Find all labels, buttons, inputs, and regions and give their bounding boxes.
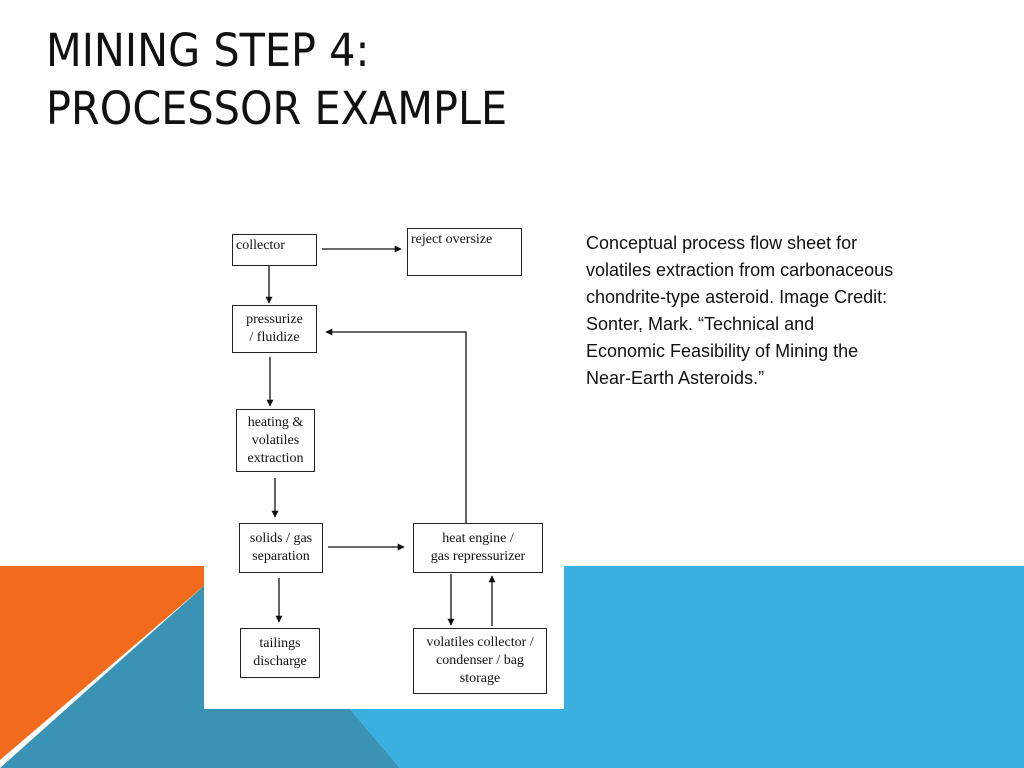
flow-arrows <box>265 245 496 626</box>
caption-line-5: Economic Feasibility of Mining the <box>586 341 859 361</box>
node-collector-line: collector <box>236 238 285 253</box>
node-heating-line-3: extraction <box>247 450 304 466</box>
title-line-1: MINING STEP 4: <box>46 24 370 77</box>
orange-band <box>0 566 205 760</box>
node-volatiles-collector-line-3: storage <box>459 671 501 686</box>
node-separation-line-1: solids / gas <box>249 531 313 546</box>
node-pressurize-line-2: / fluidize <box>249 330 300 345</box>
caption-line-2: volatiles extraction from carbonaceous <box>586 260 894 280</box>
node-tailings: tailings discharge <box>240 628 320 678</box>
caption-line-1: Conceptual process flow sheet for <box>586 233 858 253</box>
caption-line-3: chondrite-type asteroid. Image Credit: <box>586 287 888 307</box>
node-heating-line-2: volatiles <box>251 432 300 448</box>
caption-line-6: Near-Earth Asteroids.” <box>586 368 765 388</box>
slide-title: MINING STEP 4: PROCESSOR EXAMPLE <box>46 22 507 138</box>
node-heat-engine-line-2: gas repressurizer <box>430 549 526 564</box>
node-tailings-line-2: discharge <box>253 654 307 669</box>
process-flow-diagram: collector reject oversize pressurize / f… <box>204 212 564 709</box>
node-tailings-line-1: tailings <box>259 636 301 651</box>
title-line-2: PROCESSOR EXAMPLE <box>46 82 508 135</box>
node-volatiles-collector-line-2: condenser / bag <box>436 653 524 668</box>
node-volatiles-collector: volatiles collector / condenser / bag st… <box>413 628 547 694</box>
node-collector: collector <box>232 234 317 266</box>
arrow-heat-engine-to-pressurize <box>325 328 467 523</box>
node-separation: solids / gas separation <box>239 523 323 573</box>
node-pressurize-line-1: pressurize <box>246 312 303 327</box>
image-caption: Conceptual process flow sheet for volati… <box>586 230 986 392</box>
node-reject-oversize: reject oversize <box>407 228 522 276</box>
node-volatiles-collector-line-1: volatiles collector / <box>426 635 534 650</box>
node-pressurize: pressurize / fluidize <box>232 305 317 353</box>
node-heating: heating & volatiles extraction <box>236 409 315 472</box>
caption-line-4: Sonter, Mark. “Technical and <box>586 314 815 334</box>
node-separation-line-2: separation <box>252 549 310 564</box>
teal-band <box>0 585 400 768</box>
node-reject-oversize-line: reject oversize <box>411 232 493 247</box>
node-heating-line-1: heating & <box>247 414 304 430</box>
node-heat-engine-line-1: heat engine / <box>442 531 514 546</box>
node-heat-engine: heat engine / gas repressurizer <box>413 523 543 573</box>
sky-band <box>350 566 1024 768</box>
